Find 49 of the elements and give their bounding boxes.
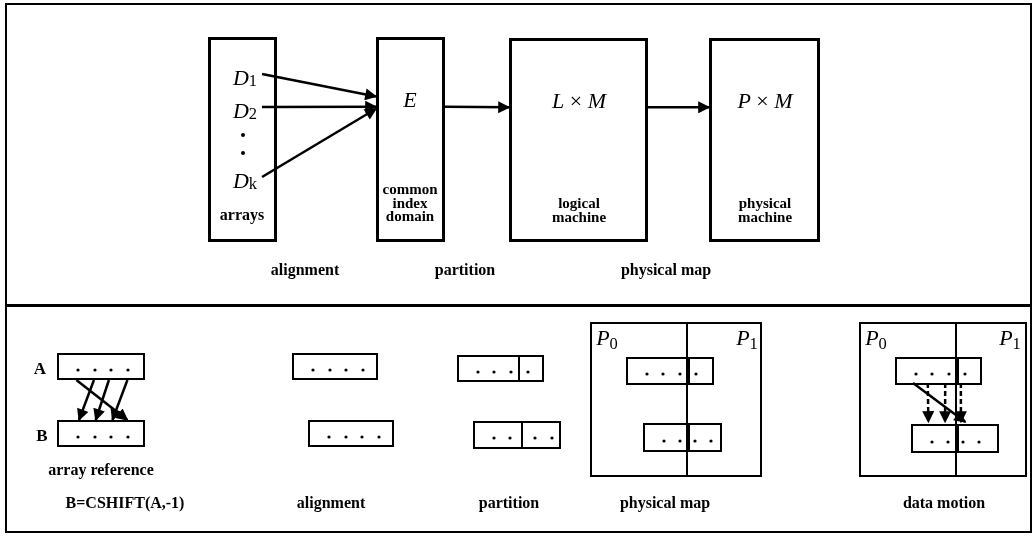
arrow bbox=[262, 100, 378, 113]
caption-text: B=CSHIFT(A,-1) bbox=[65, 495, 185, 511]
processor-frame bbox=[859, 322, 1027, 477]
processor-frame bbox=[590, 322, 762, 477]
stage-box bbox=[376, 37, 445, 242]
array-label: D$_{2}$ bbox=[225, 96, 265, 124]
array-name: A bbox=[33, 359, 47, 377]
math-label: P$_{0}$ bbox=[596, 327, 618, 349]
array-box bbox=[473, 421, 561, 449]
stage-box bbox=[509, 38, 648, 242]
arrow bbox=[648, 101, 711, 114]
caption-text: physical map bbox=[620, 262, 712, 278]
arrow bbox=[110, 379, 129, 422]
array-box bbox=[911, 424, 999, 453]
array-label: D$_{k}$ bbox=[225, 166, 265, 194]
arrow bbox=[93, 379, 111, 422]
arrow bbox=[445, 101, 511, 114]
math-label: P$_{0}$ bbox=[865, 327, 887, 349]
arrow bbox=[912, 382, 967, 423]
math-label: L × M bbox=[552, 90, 606, 112]
array-box bbox=[895, 357, 982, 385]
array-box bbox=[643, 423, 722, 452]
arrow bbox=[261, 107, 378, 179]
arrow bbox=[77, 379, 96, 422]
stage-box bbox=[208, 37, 277, 242]
array-label: D$_{1}$ bbox=[225, 63, 265, 91]
arrow bbox=[939, 383, 952, 424]
math-label: P$_{1}$ bbox=[999, 327, 1021, 349]
math-label: P × M bbox=[737, 90, 793, 112]
arrow bbox=[954, 383, 967, 424]
array-box bbox=[626, 357, 714, 385]
caption-text: common index domain bbox=[381, 182, 439, 224]
caption-text: arrays bbox=[219, 207, 265, 223]
arrow bbox=[261, 72, 378, 101]
arrow bbox=[75, 379, 129, 421]
array-box bbox=[308, 420, 394, 447]
arrow bbox=[922, 383, 935, 424]
math-label: P$_{1}$ bbox=[736, 327, 758, 349]
array-box bbox=[457, 355, 544, 382]
stage-box bbox=[709, 38, 820, 242]
caption-text: partition bbox=[434, 262, 496, 278]
caption-text: data motion bbox=[902, 495, 986, 511]
array-box bbox=[292, 353, 378, 380]
caption-text: logical machine bbox=[550, 196, 608, 224]
caption-text: physical map bbox=[619, 495, 711, 511]
math-label: E bbox=[403, 89, 417, 111]
caption-text: physical machine bbox=[736, 196, 794, 224]
caption-text: alignment bbox=[270, 262, 340, 278]
array-name: B bbox=[36, 426, 48, 444]
